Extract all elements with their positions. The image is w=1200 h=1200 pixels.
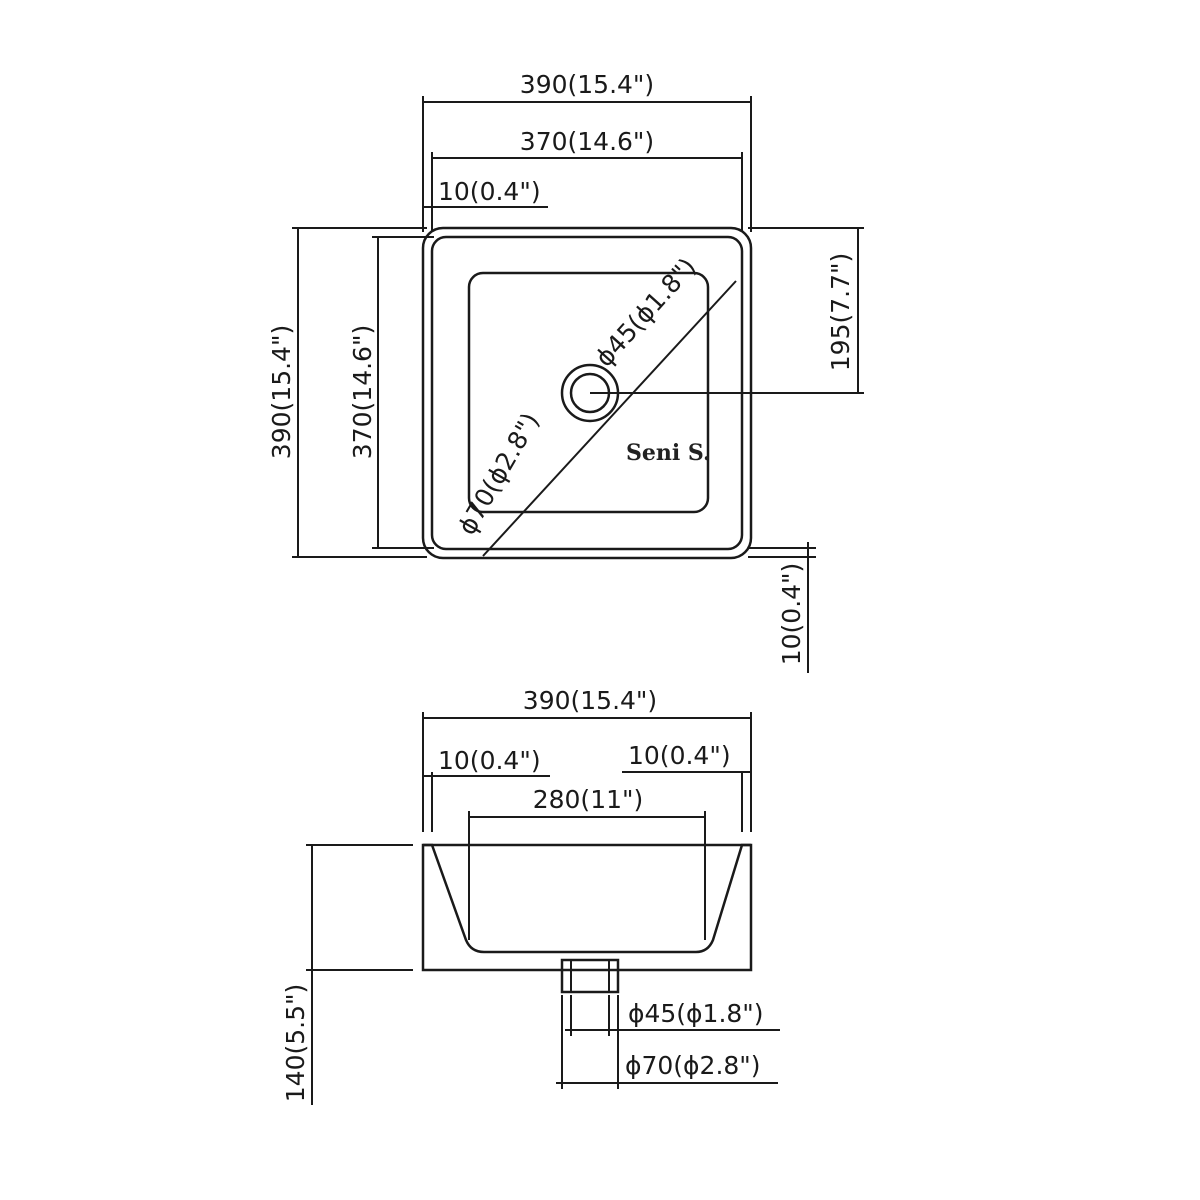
label-drain-offset: 195(7.7") (826, 253, 855, 371)
brand-logo: Seni S. (626, 440, 711, 466)
label-height-inner: 370(14.6") (348, 325, 377, 459)
side-view: 390(15.4") 10(0.4") 10(0.4") 280(11") 14… (281, 686, 780, 1105)
drain-leader-line (482, 280, 737, 557)
label-rim-top: 10(0.4") (438, 177, 541, 206)
label-rim-bottom: 10(0.4") (777, 563, 806, 666)
sink-side-profile (421, 843, 753, 972)
label-drain-large-side: ϕ70(ϕ2.8") (625, 1051, 761, 1080)
label-drain-small-top: ϕ45(ϕ1.8") (590, 252, 702, 372)
label-side-rim-left: 10(0.4") (438, 746, 541, 775)
top-view: Seni S. 390(15.4") 370(14.6") 10(0.4") 3… (267, 70, 864, 673)
drain-tail-outer (560, 958, 620, 994)
label-height-outer: 390(15.4") (267, 325, 296, 459)
label-width-inner: 370(14.6") (520, 127, 654, 156)
label-width-outer: 390(15.4") (520, 70, 654, 99)
label-bottom-width: 280(11") (533, 785, 644, 814)
label-depth: 140(5.5") (281, 984, 310, 1102)
label-drain-large-top: ϕ70(ϕ2.8") (452, 408, 545, 540)
label-side-width: 390(15.4") (523, 686, 657, 715)
label-side-rim-right: 10(0.4") (628, 741, 731, 770)
label-drain-small-side: ϕ45(ϕ1.8") (628, 999, 764, 1028)
